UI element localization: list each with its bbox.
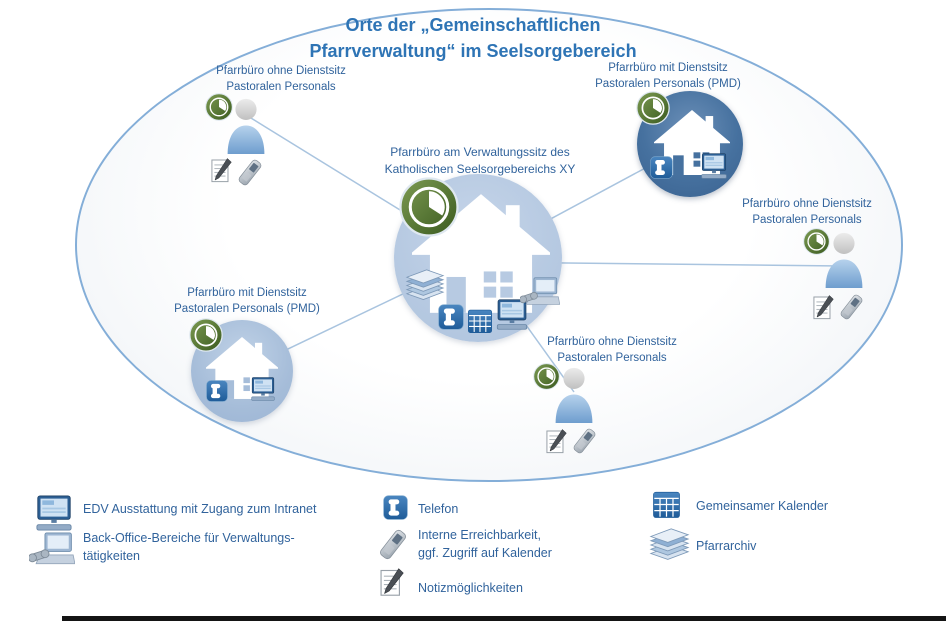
- node-right-label: Pfarrbüro ohne Dienstsitz Pastoralen Per…: [712, 196, 902, 228]
- telephone-icon: [650, 156, 673, 179]
- notes-icon: [380, 568, 404, 597]
- clock-icon: [399, 177, 459, 237]
- bottom-border-line: [62, 616, 946, 621]
- node-top-left-label-line1: Pfarrbüro ohne Dienstsitz: [216, 65, 346, 77]
- legend-label-notiz: Notizmöglichkeiten: [418, 581, 523, 595]
- telephone-icon: [383, 495, 408, 520]
- archive-icon: [647, 528, 692, 562]
- backoffice-icon: [29, 532, 75, 569]
- node-top-right-label-line1: Pfarrbüro mit Dienstsitz: [608, 62, 728, 74]
- node-central-label-line2: Katholischen Seelsorgebereichs XY: [384, 161, 576, 176]
- node-top-left-label: Pfarrbüro ohne Dienstsitz Pastoralen Per…: [186, 63, 376, 95]
- node-top-right-label: Pfarrbüro mit Dienstsitz Pastoralen Pers…: [573, 60, 763, 92]
- node-top-right-label-line2: Pastoralen Personals (PMD): [595, 78, 741, 91]
- phone-icon: [837, 294, 866, 320]
- legend-label-backoffice-line1: Back-Office-Bereiche für Verwaltungs-: [83, 531, 295, 545]
- node-right-label-line1: Pfarrbüro ohne Dienstsitz: [742, 198, 872, 210]
- node-bottom-label: Pfarrbüro ohne Dienstsitz Pastoralen Per…: [517, 334, 707, 366]
- clock-icon: [533, 363, 560, 390]
- diagram-title: Orte der „Gemeinschaftlichen Pfarrverwal…: [0, 12, 946, 64]
- clock-icon: [636, 91, 670, 125]
- legend-label-archiv: Pfarrarchiv: [696, 539, 757, 553]
- legend-label-erreichbarkeit-line1: Interne Erreichbarkeit,: [418, 528, 541, 542]
- calendar-icon: [652, 490, 681, 519]
- legend-label-telefon: Telefon: [418, 502, 459, 516]
- legend-label-erreichbarkeit-line2: ggf. Zugriff auf Kalender: [418, 545, 552, 560]
- computer-icon: [249, 377, 277, 401]
- diagram-title-line2: Pfarrverwaltung“ im Seelsorgebereich: [309, 41, 637, 62]
- computer-icon: [33, 495, 75, 531]
- legend-label-backoffice-line2: tätigkeiten: [83, 548, 140, 563]
- notes-icon: [546, 429, 567, 454]
- archive-icon: [404, 269, 446, 302]
- notes-icon: [211, 158, 232, 183]
- telephone-icon: [438, 304, 464, 330]
- node-left-label: Pfarrbüro mit Dienstsitz Pastoralen Pers…: [152, 285, 342, 317]
- node-bottom-label-line1: Pfarrbüro ohne Dienstsitz: [547, 336, 677, 348]
- clock-icon: [189, 318, 223, 352]
- clock-icon: [205, 93, 233, 121]
- node-left-label-line1: Pfarrbüro mit Dienstsitz: [187, 287, 307, 299]
- telephone-icon: [206, 380, 228, 402]
- backoffice-icon: [520, 277, 560, 309]
- diagram-title-line1: Orte der „Gemeinschaftlichen: [345, 15, 601, 35]
- phone-icon: [570, 428, 599, 454]
- node-bottom-label-line2: Pastoralen Personals: [557, 352, 667, 365]
- legend-label-erreichbarkeit: Interne Erreichbarkeit, ggf. Zugriff auf…: [418, 527, 552, 562]
- clock-icon: [803, 228, 830, 255]
- node-central-label: Pfarrbüro am Verwaltungssitz des Katholi…: [330, 144, 630, 178]
- phone-icon: [376, 529, 410, 560]
- node-top-left-label-line2: Pastoralen Personals: [226, 81, 336, 94]
- node-right-label-line2: Pastoralen Personals: [752, 214, 862, 227]
- computer-icon: [699, 153, 729, 179]
- node-central-label-line1: Pfarrbüro am Verwaltungssitz des: [390, 145, 570, 159]
- calendar-icon: [467, 308, 493, 334]
- phone-icon: [235, 159, 265, 186]
- legend-label-backoffice: Back-Office-Bereiche für Verwaltungs- tä…: [83, 530, 295, 565]
- node-left-label-line2: Pastoralen Personals (PMD): [174, 303, 320, 316]
- legend-label-edv: EDV Ausstattung mit Zugang zum Intranet: [83, 502, 317, 516]
- notes-icon: [813, 295, 834, 320]
- legend-label-kalender: Gemeinsamer Kalender: [696, 499, 829, 513]
